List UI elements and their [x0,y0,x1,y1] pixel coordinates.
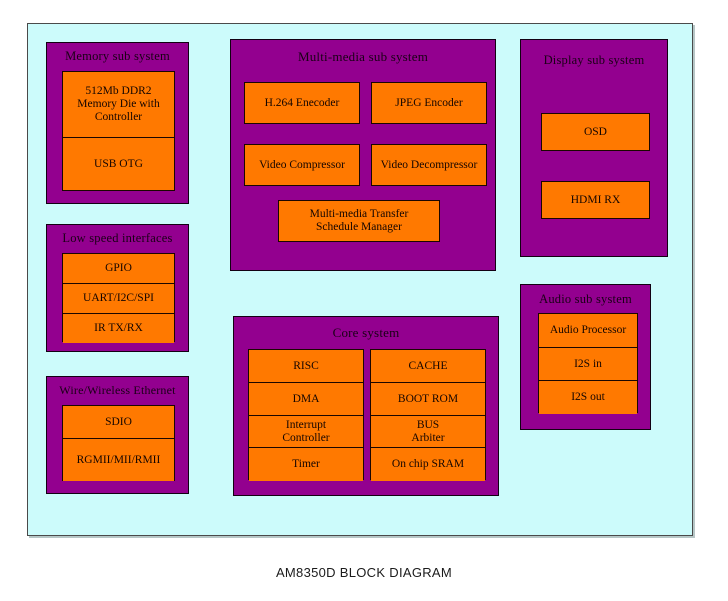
subsystem-multi-media[interactable]: Multi-media sub system H.264 Enecoder JP… [230,39,496,271]
subsystem-memory-title: Memory sub system [65,49,170,63]
block-boot-rom[interactable]: BOOT ROM [371,383,485,416]
block-osd[interactable]: OSD [541,113,650,151]
block-sdio[interactable]: SDIO [63,406,174,439]
block-h264-encoder[interactable]: H.264 Enecoder [244,82,360,124]
block-rgmii-mii-rmii[interactable]: RGMII/MII/RMII [63,439,174,481]
memory-block-column: 512Mb DDR2 Memory Die with Controller US… [62,71,175,191]
subsystem-wire-wireless-ethernet[interactable]: Wire/Wireless Ethernet SDIO RGMII/MII/RM… [46,376,189,494]
block-ddr2-memory-die[interactable]: 512Mb DDR2 Memory Die with Controller [63,72,174,138]
subsystem-audio-title: Audio sub system [539,292,632,306]
block-i2s-in[interactable]: I2S in [539,348,637,381]
audio-block-column: Audio Processor I2S in I2S out [538,313,638,414]
diagram-frame: Memory sub system 512Mb DDR2 Memory Die … [27,23,693,536]
subsystem-display[interactable]: Display sub system OSD HDMI RX [520,39,668,257]
block-jpeg-encoder[interactable]: JPEG Encoder [371,82,487,124]
subsystem-audio[interactable]: Audio sub system Audio Processor I2S in … [520,284,651,430]
low-speed-block-column: GPIO UART/I2C/SPI IR TX/RX [62,253,175,343]
subsystem-core-system-title: Core system [332,325,400,340]
subsystem-wire-wireless-ethernet-title: Wire/Wireless Ethernet [59,383,176,397]
block-i2s-out[interactable]: I2S out [539,381,637,414]
block-interrupt-controller[interactable]: Interrupt Controller [249,416,363,448]
subsystem-multi-media-title: Multi-media sub system [297,49,429,64]
block-audio-processor[interactable]: Audio Processor [539,314,637,348]
subsystem-memory[interactable]: Memory sub system 512Mb DDR2 Memory Die … [46,42,189,204]
diagram-caption: AM8350D BLOCK DIAGRAM [275,565,453,580]
core-right-block-column: CACHE BOOT ROM BUS Arbiter On chip SRAM [370,349,486,481]
core-left-block-column: RISC DMA Interrupt Controller Timer [248,349,364,481]
subsystem-core-system[interactable]: Core system RISC DMA Interrupt Controlle… [233,316,499,496]
subsystem-low-speed-interfaces[interactable]: Low speed interfaces GPIO UART/I2C/SPI I… [46,224,189,352]
block-cache[interactable]: CACHE [371,350,485,383]
block-video-decompressor[interactable]: Video Decompressor [371,144,487,186]
block-uart-i2c-spi[interactable]: UART/I2C/SPI [63,284,174,314]
ethernet-block-column: SDIO RGMII/MII/RMII [62,405,175,481]
block-dma[interactable]: DMA [249,383,363,416]
block-on-chip-sram[interactable]: On chip SRAM [371,448,485,481]
block-ir-tx-rx[interactable]: IR TX/RX [63,314,174,343]
block-risc[interactable]: RISC [249,350,363,383]
block-multimedia-transfer-schedule-manager[interactable]: Multi-media Transfer Schedule Manager [278,200,440,242]
subsystem-display-title: Display sub system [543,53,645,67]
block-video-compressor[interactable]: Video Compressor [244,144,360,186]
block-bus-arbiter[interactable]: BUS Arbiter [371,416,485,448]
block-hdmi-rx[interactable]: HDMI RX [541,181,650,219]
subsystem-low-speed-interfaces-title: Low speed interfaces [62,231,173,245]
block-usb-otg[interactable]: USB OTG [63,138,174,190]
block-timer[interactable]: Timer [249,448,363,481]
block-gpio[interactable]: GPIO [63,254,174,284]
